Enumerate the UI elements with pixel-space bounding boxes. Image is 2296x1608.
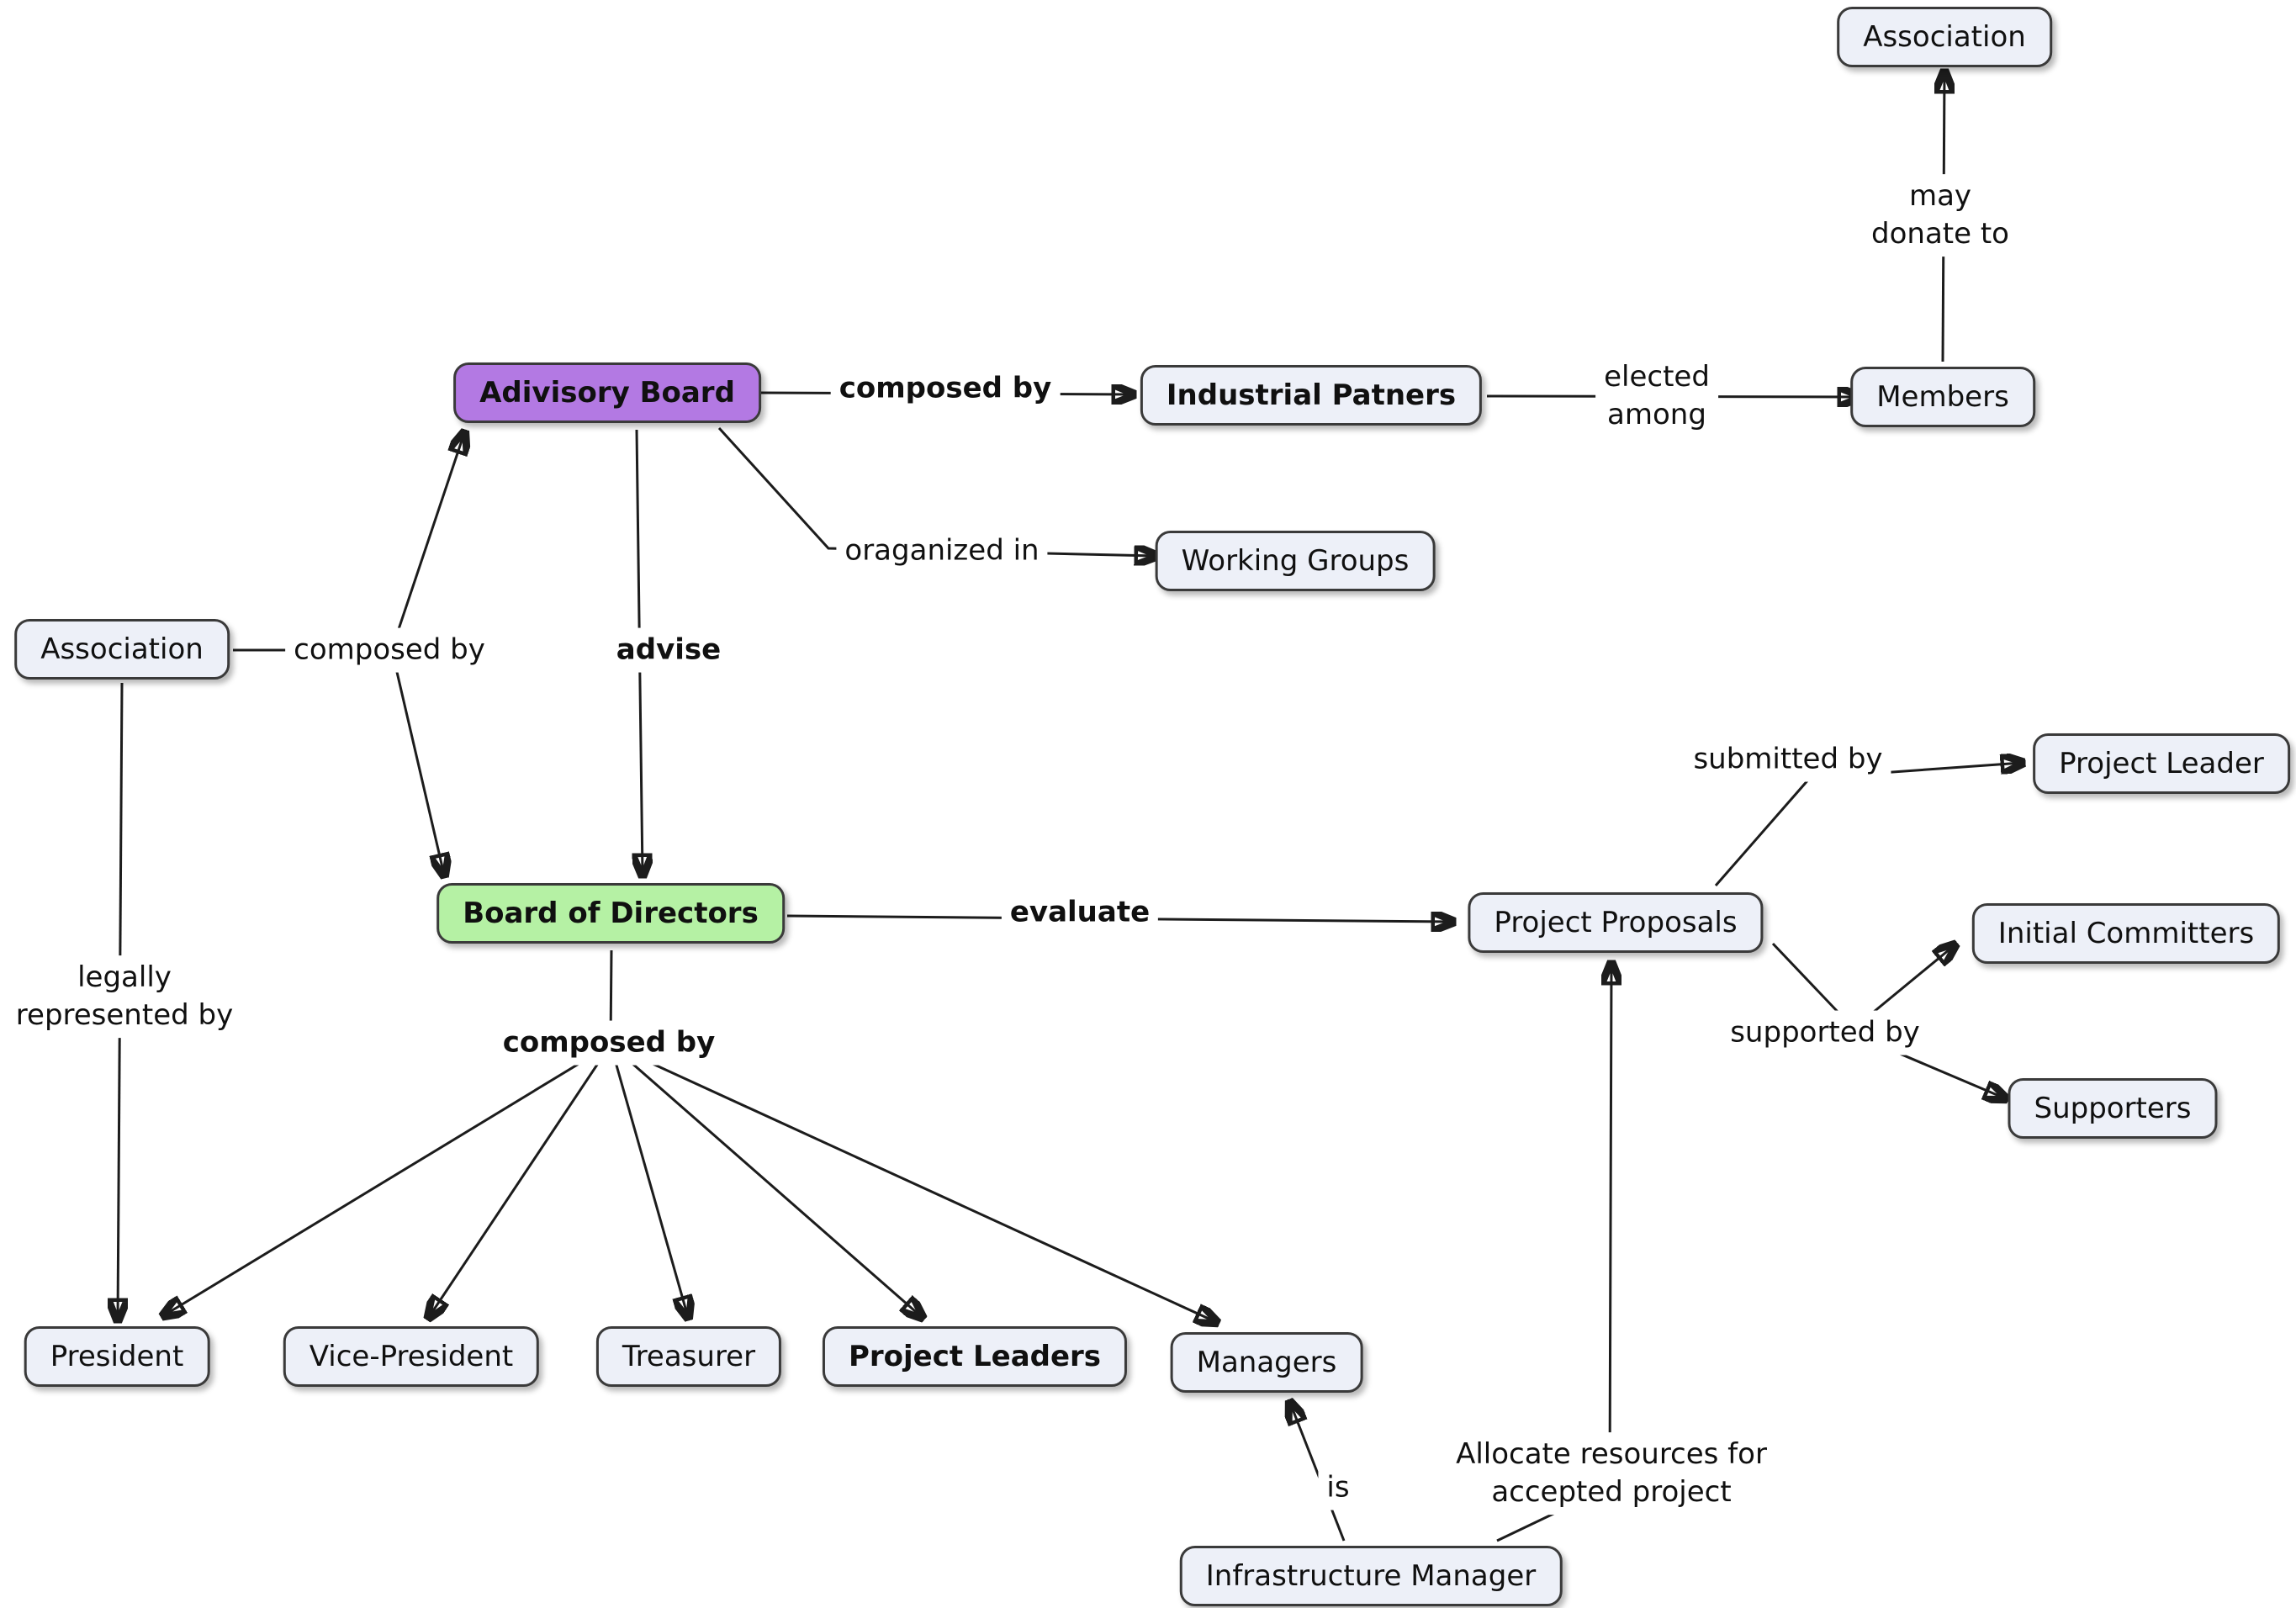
edge-composedby-boardofdirectors [392,657,444,875]
node-association-top[interactable]: Association [1837,7,2052,67]
edge-label-composed-by-board[interactable]: composed by [494,1020,724,1066]
node-project-leaders[interactable]: Project Leaders [822,1326,1128,1387]
edge-composedby-vicepresident [429,1044,612,1317]
edge-label-may-donate-to[interactable]: may donate to [1863,174,2018,257]
edge-label-elected-among[interactable]: elected among [1595,355,1718,437]
edge-label-is[interactable]: is [1318,1465,1358,1510]
edge-composedby-managers [610,1043,1216,1322]
node-supporters[interactable]: Supporters [2008,1078,2218,1139]
node-infrastructure-manager[interactable]: Infrastructure Manager [1179,1546,1563,1606]
node-industrial-partners[interactable]: Industrial Patners [1140,365,1483,426]
edge-label-composed-by-industrial[interactable]: composed by [830,366,1061,411]
node-president[interactable]: President [24,1326,210,1387]
edge-composedby-projectleaders [610,1043,922,1317]
node-vice-president[interactable]: Vice-President [283,1326,540,1387]
edge-label-submitted-by[interactable]: submitted by [1685,737,1891,782]
edge-label-legally-represented-by[interactable]: legally represented by [7,955,242,1038]
edge-label-supported-by[interactable]: supported by [1722,1010,1928,1055]
edge-composedby-treasurer [609,1044,688,1317]
node-initial-committers[interactable]: Initial Committers [1971,903,2281,964]
edge-composedby-president [164,1043,611,1315]
edge-composedby-advisoryboard [392,433,464,645]
node-advisory-board[interactable]: Adivisory Board [453,362,761,423]
edge-label-evaluate[interactable]: evaluate [1001,890,1159,935]
node-working-groups[interactable]: Working Groups [1155,531,1436,591]
edge-label-composed-by-association[interactable]: composed by [285,627,494,673]
node-association-left[interactable]: Association [14,619,230,680]
node-project-leader[interactable]: Project Leader [2033,733,2290,794]
node-treasurer[interactable]: Treasurer [595,1326,782,1387]
edge-label-organized-in[interactable]: oraganized in [836,528,1048,574]
edge-label-advise[interactable]: advise [607,627,730,673]
edge-inframanager-is-managers [1290,1403,1346,1542]
node-board-of-directors[interactable]: Board of Directors [436,883,785,944]
node-project-proposals[interactable]: Project Proposals [1468,892,1764,953]
node-members[interactable]: Members [1850,367,2035,427]
edge-label-allocate-resources[interactable]: Allocate resources for accepted project [1447,1432,1775,1515]
node-managers[interactable]: Managers [1170,1332,1363,1393]
